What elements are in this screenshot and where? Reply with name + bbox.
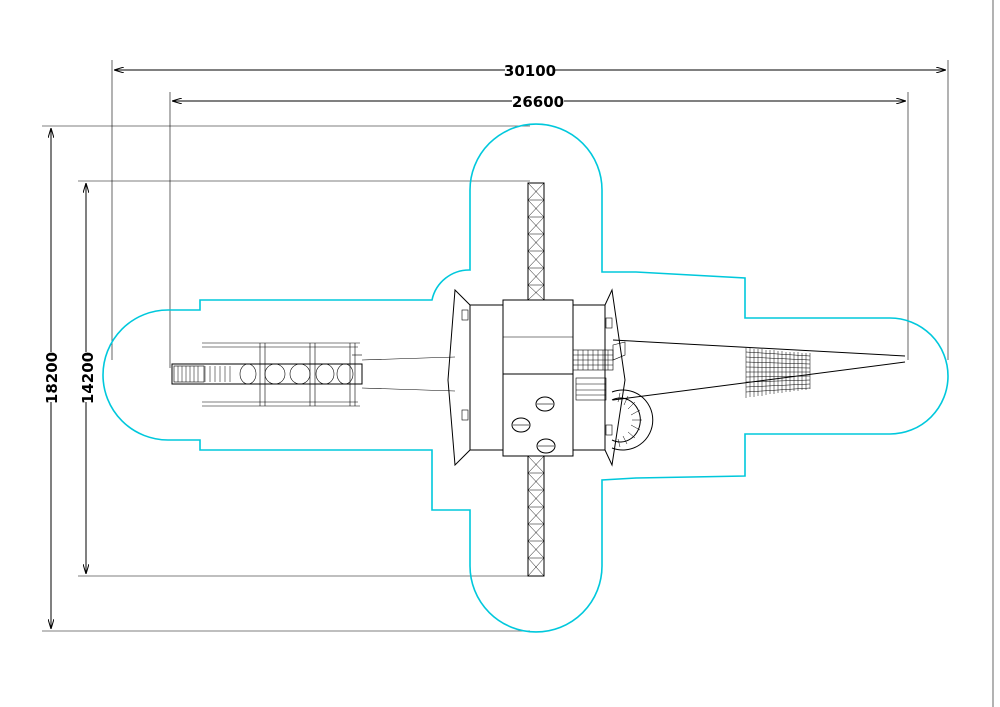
dimension-overall-length-label: 30100 [504, 62, 556, 80]
dimension-overall-width: 18200 [40, 125, 530, 632]
dimension-structure-length: 26600 [169, 91, 909, 368]
dimension-overall-length: 30100 [111, 60, 949, 360]
bottom-ladder [527, 455, 545, 577]
dimension-structure-width: 14200 [76, 180, 530, 577]
top-ladder [527, 182, 545, 301]
tunnel-section [171, 342, 456, 407]
net-grid [745, 348, 811, 398]
net-bridge [572, 339, 906, 451]
safety-zone-outline [102, 123, 949, 633]
dimension-structure-length-label: 26600 [512, 93, 564, 111]
dimension-structure-width-label: 14200 [79, 352, 97, 404]
dimension-overall-width-label: 18200 [43, 352, 61, 404]
central-tower [447, 288, 626, 467]
